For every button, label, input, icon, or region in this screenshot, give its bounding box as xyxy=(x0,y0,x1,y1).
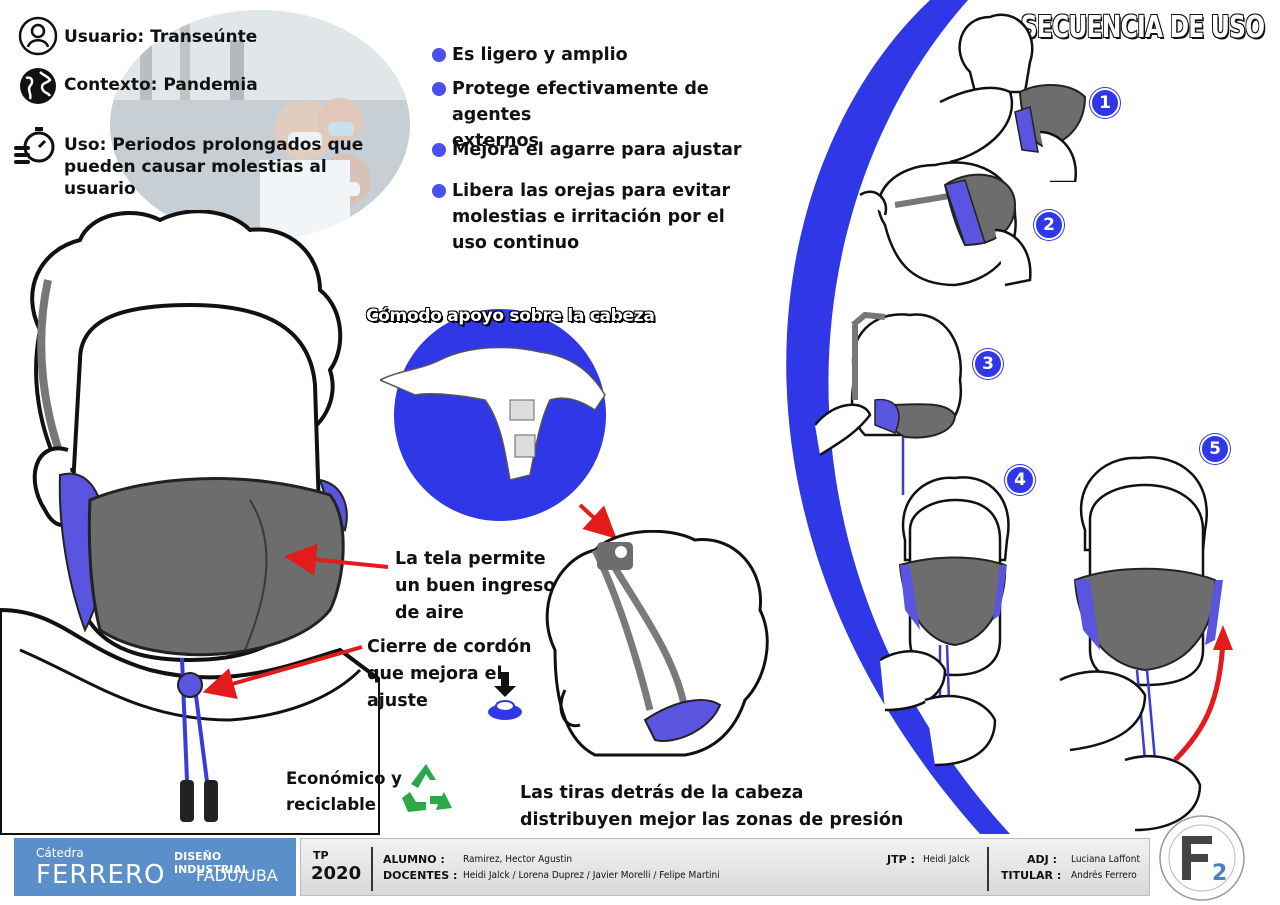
callout-tiras-1: Las tiras detrás de la cabeza xyxy=(520,783,804,803)
callout-tela-2: un buen ingreso xyxy=(395,576,556,596)
jtp-label: JTP : xyxy=(887,853,915,866)
titular-value: Andrés Ferrero xyxy=(1071,870,1137,881)
step-5-illustration xyxy=(1059,456,1233,832)
contexto-text: Contexto: Pandemia xyxy=(64,75,258,95)
brand-ferrero: FERRERO xyxy=(36,860,166,890)
brand-box: Cátedra FERRERO DISEÑO INDUSTRIAL FADU/U… xyxy=(14,838,296,896)
brand-fadu: FADU/UBA xyxy=(196,866,278,885)
docentes-value: Heidi Jalck / Lorena Duprez / Javier Mor… xyxy=(463,870,720,881)
step-3-number: 3 xyxy=(973,349,1003,379)
docentes-label: DOCENTES : xyxy=(383,869,458,882)
brand-catedra: Cátedra xyxy=(36,846,84,860)
step-4-illustration xyxy=(879,476,1010,767)
bullet-1: Es ligero y amplio xyxy=(432,42,772,68)
callout-cierre-1: Cierre de cordón xyxy=(367,637,532,657)
bullet-dot xyxy=(432,48,446,62)
user-icon xyxy=(18,16,58,56)
callout-tela-3: de aire xyxy=(395,603,464,623)
uso-text-2: pueden causar molestias al xyxy=(64,157,327,177)
uso-text-1: Uso: Periodos prolongados que xyxy=(64,135,364,155)
tp-year: 2020 xyxy=(311,863,362,884)
sequence-title: SECUENCIA DE USO xyxy=(1020,9,1266,46)
callout-cierre-3: ajuste xyxy=(367,691,428,711)
titular-label: TITULAR : xyxy=(1001,869,1062,882)
recycle-icon xyxy=(402,764,452,812)
callout-eco-2: reciclable xyxy=(286,795,376,814)
callout-cierre: Cierre de cordón que mejora el ajuste xyxy=(367,634,531,715)
credits-box: TP 2020 ALUMNO : Ramirez, Hector Agustin… xyxy=(300,838,1150,896)
bullet-dot xyxy=(432,143,446,157)
bullet-1-text: Es ligero y amplio xyxy=(452,45,628,65)
divider xyxy=(371,847,373,891)
stopwatch-icon xyxy=(14,127,55,164)
bullet-3-text: Mejora el agarre para ajustar xyxy=(452,140,742,160)
bullet-4-text-3: uso continuo xyxy=(452,233,580,253)
info-usuario: Usuario: Transeúnte xyxy=(18,16,257,56)
step-2-illustration xyxy=(859,161,1032,287)
alumno-value: Ramirez, Hector Agustin xyxy=(463,854,573,865)
callout-eco: Económico y reciclable xyxy=(286,766,402,818)
callout-eco-1: Económico y xyxy=(286,769,402,788)
divider xyxy=(987,847,989,891)
tp-label: TP xyxy=(313,849,329,862)
adj-label: ADJ : xyxy=(1027,853,1057,866)
callout-tiras: Las tiras detrás de la cabeza distribuye… xyxy=(520,780,903,834)
bullet-2: Protege efectivamente de agentes externo… xyxy=(432,76,772,154)
step-1-number: 1 xyxy=(1090,88,1120,118)
step-2-number: 2 xyxy=(1034,210,1064,240)
globe-icon xyxy=(20,68,56,104)
bullet-dot xyxy=(432,82,446,96)
bullet-2-text-2: externos xyxy=(452,131,539,151)
bullet-dot xyxy=(432,184,446,198)
bullet-4: Libera las orejas para evitar molestias … xyxy=(432,178,772,256)
step-1-illustration xyxy=(939,13,1087,182)
back-head-illustration xyxy=(545,530,769,757)
callout-cierre-2: que mejora el xyxy=(367,664,503,684)
headpiece-circle xyxy=(380,309,606,521)
step-4-number: 4 xyxy=(1005,465,1035,495)
uso-text-3: usuario xyxy=(64,179,136,199)
apoyo-title: Cómodo apoyo sobre la cabeza xyxy=(366,306,655,326)
jtp-value: Heidi Jalck xyxy=(923,854,970,865)
bullet-3: Mejora el agarre para ajustar xyxy=(432,137,772,163)
usuario-text: Usuario: Transeúnte xyxy=(64,27,258,47)
info-uso: Uso: Periodos prolongados que pueden cau… xyxy=(12,124,363,200)
info-contexto: Contexto: Pandemia xyxy=(18,66,258,106)
bullet-2-text-1: Protege efectivamente de agentes xyxy=(452,79,709,125)
adj-value: Luciana Laffont xyxy=(1071,854,1141,865)
bullet-4-text-2: molestias e irritación por el xyxy=(452,207,725,227)
f2-logo-text: 2 xyxy=(1212,861,1227,886)
callout-tiras-2: distribuyen mejor las zonas de presión xyxy=(520,810,904,830)
brand-diseno: DISEÑO INDUSTRIAL xyxy=(174,850,249,876)
press-button-icon xyxy=(488,672,522,720)
step-3-illustration xyxy=(815,311,963,495)
bullet-4-text-1: Libera las orejas para evitar xyxy=(452,181,731,201)
alumno-label: ALUMNO : xyxy=(383,853,445,866)
step-5-number: 5 xyxy=(1200,434,1230,464)
callout-tela: La tela permite un buen ingreso de aire xyxy=(395,546,555,627)
callout-tela-1: La tela permite xyxy=(395,549,546,569)
head-mask-illustration xyxy=(0,210,380,835)
f2-logo-seal: 2 xyxy=(1159,815,1245,901)
